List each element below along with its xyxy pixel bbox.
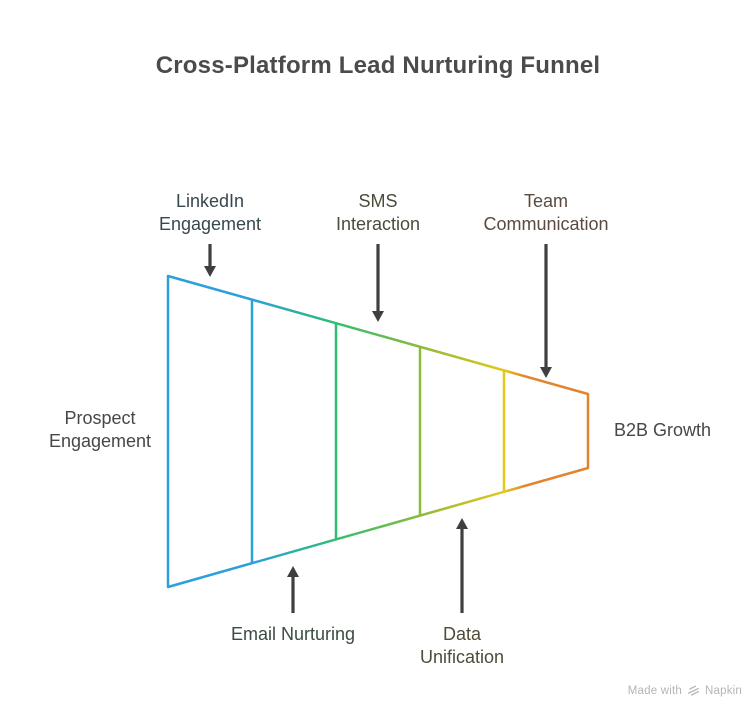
down-arrow-linkedin [204,244,216,277]
callout-sms-interaction: SMS Interaction [335,191,421,234]
up-arrow-data [456,518,468,613]
diagram-title: Cross-Platform Lead Nurturing Funnel [155,52,601,79]
funnel-output-label: B2B Growth [614,420,712,440]
watermark-brand: Napkin [705,684,742,697]
down-arrow-team [540,244,552,378]
funnel-input-label: Prospect Engagement [48,408,152,451]
callout-linkedin-engagement: LinkedIn Engagement [158,191,262,234]
watermark-prefix: Made with [627,684,682,697]
down-arrow-sms [372,244,384,322]
up-arrow-email [287,566,299,613]
callout-data-unification: Data Unification [419,624,505,667]
napkin-watermark[interactable]: Made with Napkin [628,684,742,697]
napkin-logo-icon [687,685,700,696]
funnel-outline [166,274,590,589]
callout-email-nurturing: Email Nurturing [230,624,356,644]
callout-team-communication: Team Communication [483,191,609,234]
